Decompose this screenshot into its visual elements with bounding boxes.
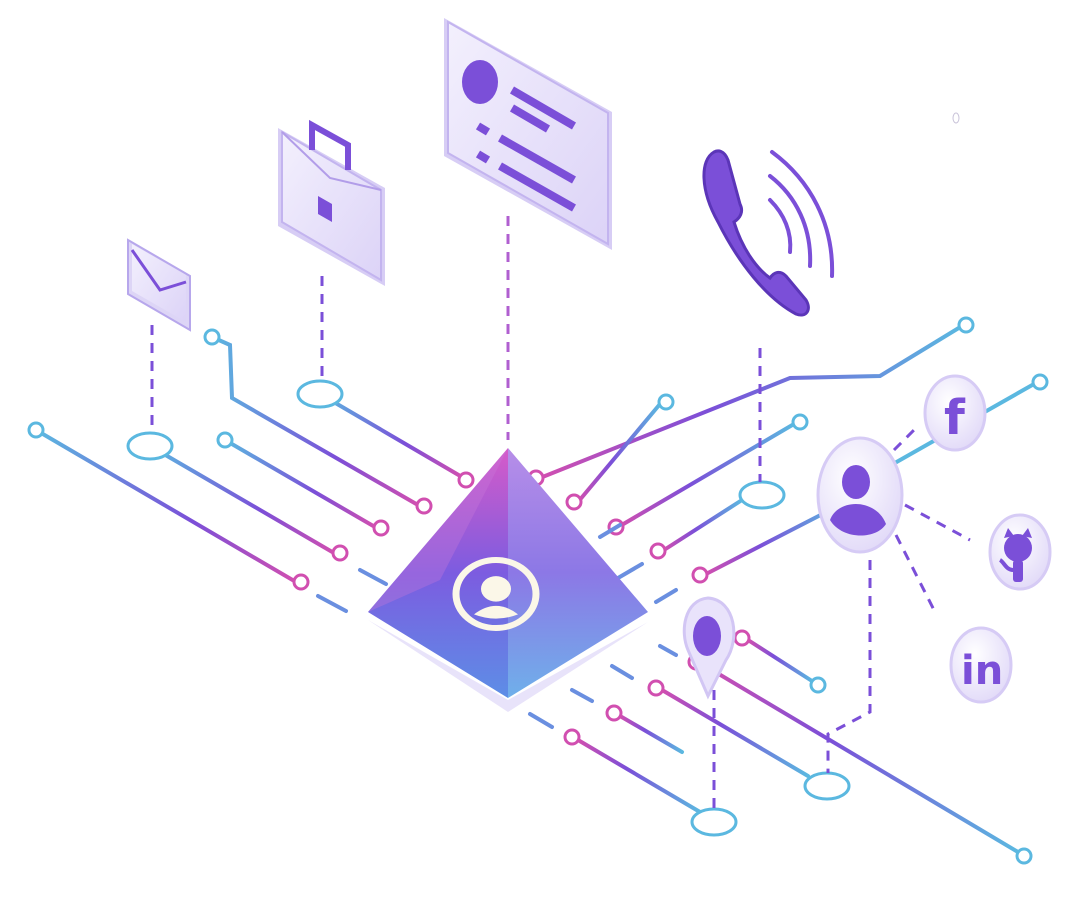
circuit-node (1015, 847, 1033, 865)
circuit-line (318, 392, 464, 479)
circuit-node (563, 728, 581, 746)
pyramid-user-icon (452, 557, 540, 631)
circuit-line (576, 402, 662, 504)
contact-card-icon (444, 18, 612, 250)
linkedin-icon: in (949, 626, 1013, 704)
dash-segment (316, 594, 348, 613)
profile-connector (826, 560, 872, 773)
circuit-node (1031, 373, 1049, 391)
dash-segment (528, 712, 554, 729)
circuit-node (457, 471, 475, 489)
circuit-line (538, 324, 964, 480)
circuit-lines-right (527, 316, 1049, 604)
dash-segment (358, 568, 388, 586)
circuit-node (565, 493, 583, 511)
linkedin-connector (894, 534, 936, 611)
github-icon (988, 513, 1052, 591)
pyramid-highlight (368, 448, 508, 612)
circuit-node (733, 629, 751, 647)
decorative-dot (952, 112, 960, 124)
location-pin-icon (682, 596, 736, 700)
circuit-line (576, 738, 702, 814)
circuit-node (957, 316, 975, 334)
circuit-line (746, 638, 814, 683)
circuit-line (618, 422, 796, 528)
dash-segment (654, 588, 678, 604)
circuit-node (738, 480, 786, 510)
circuit-node (296, 379, 344, 409)
circuit-node (690, 807, 738, 837)
phone-icon (702, 149, 835, 317)
circuit-node (372, 519, 390, 537)
dash-segment (598, 523, 622, 539)
circuit-node (691, 566, 709, 584)
circuit-line (148, 444, 336, 555)
circuit-line (618, 714, 684, 754)
circuit-node (803, 771, 851, 801)
circuit-line (704, 503, 842, 576)
circuit-node (415, 497, 433, 515)
dash-segment (658, 644, 678, 657)
circuit-node (27, 421, 45, 439)
linkedin-glyph: in (961, 648, 1003, 694)
circuit-node (809, 676, 827, 694)
circuit-node (647, 679, 665, 697)
circuit-lines-left (27, 328, 475, 613)
briefcase-icon (278, 119, 385, 286)
pyramid-left-face (368, 448, 508, 698)
circuit-line (34, 428, 298, 584)
circuit-node (649, 542, 667, 560)
circuit-node (791, 413, 809, 431)
facebook-connector (892, 428, 916, 452)
circuit-lines-bottom (528, 629, 1033, 865)
circuit-node (605, 704, 623, 722)
circuit-line (223, 438, 377, 529)
circuit-node (126, 431, 174, 461)
circuit-node (331, 544, 349, 562)
circuit-line (662, 498, 744, 552)
circuit-line (660, 688, 810, 778)
pyramid (368, 448, 648, 712)
github-connector (904, 503, 971, 542)
dash-segment (570, 688, 594, 703)
user-profile-icon (816, 436, 904, 554)
dash-segment (616, 562, 644, 580)
circuit-line (700, 662, 1020, 854)
envelope-icon (127, 238, 191, 332)
dashed-connectors (150, 216, 971, 809)
circuit-node (657, 393, 675, 411)
facebook-icon: f (923, 374, 987, 452)
dash-segment (610, 664, 634, 680)
pyramid-right-face (508, 448, 648, 698)
circuit-node (292, 573, 310, 591)
circuit-line (210, 335, 420, 507)
facebook-glyph: f (944, 390, 966, 446)
circuit-node (203, 328, 221, 346)
circuit-node (216, 431, 234, 449)
